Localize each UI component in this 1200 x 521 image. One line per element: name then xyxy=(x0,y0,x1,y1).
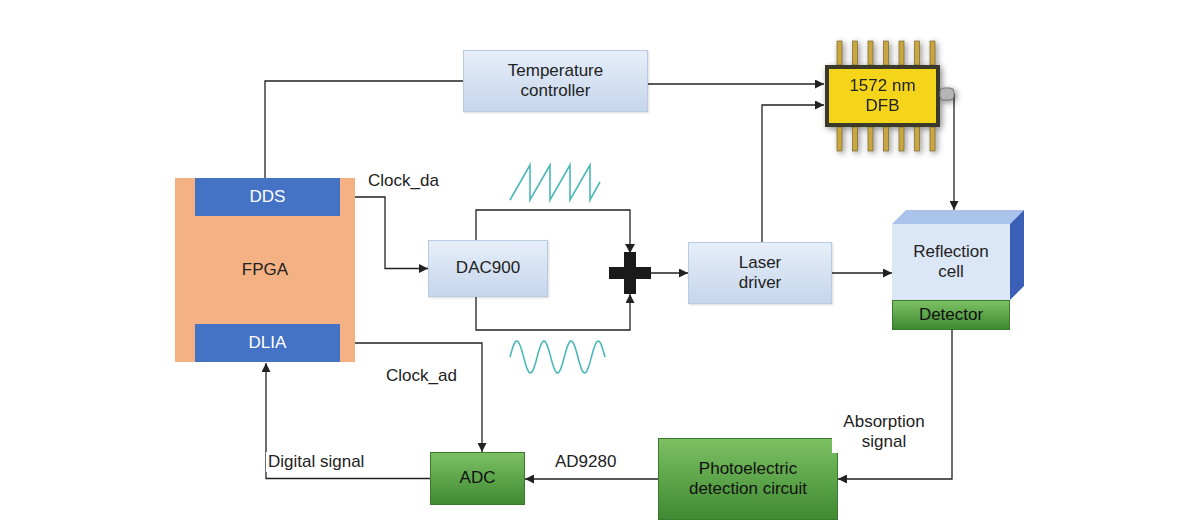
cell-front-face xyxy=(892,224,1010,300)
signal-connector xyxy=(762,105,824,242)
signal-label: AD9280 xyxy=(553,452,618,472)
chip-body xyxy=(829,69,936,123)
process-box: Laser driver xyxy=(688,242,832,304)
node-label: Photoelectric detection circuit xyxy=(688,459,808,500)
adder-input-arrow xyxy=(625,244,635,253)
chip-pin xyxy=(868,127,873,151)
connector-group xyxy=(265,81,954,479)
chip-pin xyxy=(915,41,920,65)
node-label: Temperature controller xyxy=(496,61,616,102)
chip-pin xyxy=(868,41,873,65)
fpga-block: FPGA DDS DLIA xyxy=(175,178,355,362)
signal-label: Clock_ad xyxy=(384,366,459,386)
signal-connector xyxy=(340,343,482,452)
adder-symbol xyxy=(624,252,636,294)
fiber-pigtail xyxy=(940,88,954,100)
chip-pin xyxy=(915,127,920,151)
chip-pin xyxy=(884,127,889,151)
node-label: DAC900 xyxy=(456,258,520,278)
sawtooth-wave xyxy=(510,165,600,200)
signal-connector xyxy=(953,94,954,210)
signal-connector xyxy=(838,330,952,479)
node-label: Detector xyxy=(919,305,983,325)
chip-pin xyxy=(930,41,935,65)
adder-branch-wire xyxy=(476,294,630,330)
cell-side-face xyxy=(1010,210,1024,300)
chip-pin xyxy=(837,41,842,65)
node-label: Laser driver xyxy=(723,253,798,294)
process-box: DAC900 xyxy=(428,240,548,297)
sine-wave xyxy=(510,341,605,373)
chip-pin xyxy=(853,127,858,151)
module-box: DDS xyxy=(195,178,340,216)
process-box: Temperature controller xyxy=(463,50,648,112)
chip-frame xyxy=(825,65,940,127)
signal-connector xyxy=(525,478,658,479)
gas-cell: Reflection cell xyxy=(892,210,1024,300)
signal-label: Digital signal xyxy=(266,452,366,472)
signal-connector xyxy=(648,83,824,84)
chip-pin xyxy=(899,41,904,65)
signal-label: Absorption signal xyxy=(832,412,936,453)
node-label: DLIA xyxy=(249,333,287,353)
process-box: Photoelectric detection circuit xyxy=(658,438,838,520)
chip-pin xyxy=(899,127,904,151)
chip-pin xyxy=(930,127,935,151)
module-box: DLIA xyxy=(195,324,340,362)
detector-band: Detector xyxy=(892,300,1010,330)
chip-pin xyxy=(837,127,842,151)
laser-chip: 1572 nm DFB xyxy=(825,65,940,127)
cell-top-face xyxy=(892,210,1024,224)
process-box: ADC xyxy=(430,452,525,505)
node-label: ADC xyxy=(460,468,496,488)
chip-pin xyxy=(884,41,889,65)
node-label: Reflection cell xyxy=(899,242,1004,283)
node-label: FPGA xyxy=(242,260,288,280)
signal-connector xyxy=(832,272,892,273)
node-label: 1572 nm DFB xyxy=(838,76,928,117)
node-label: DDS xyxy=(250,187,286,207)
signal-connector xyxy=(265,81,463,178)
signal-label: Clock_da xyxy=(366,171,441,191)
chip-pin xyxy=(853,41,858,65)
